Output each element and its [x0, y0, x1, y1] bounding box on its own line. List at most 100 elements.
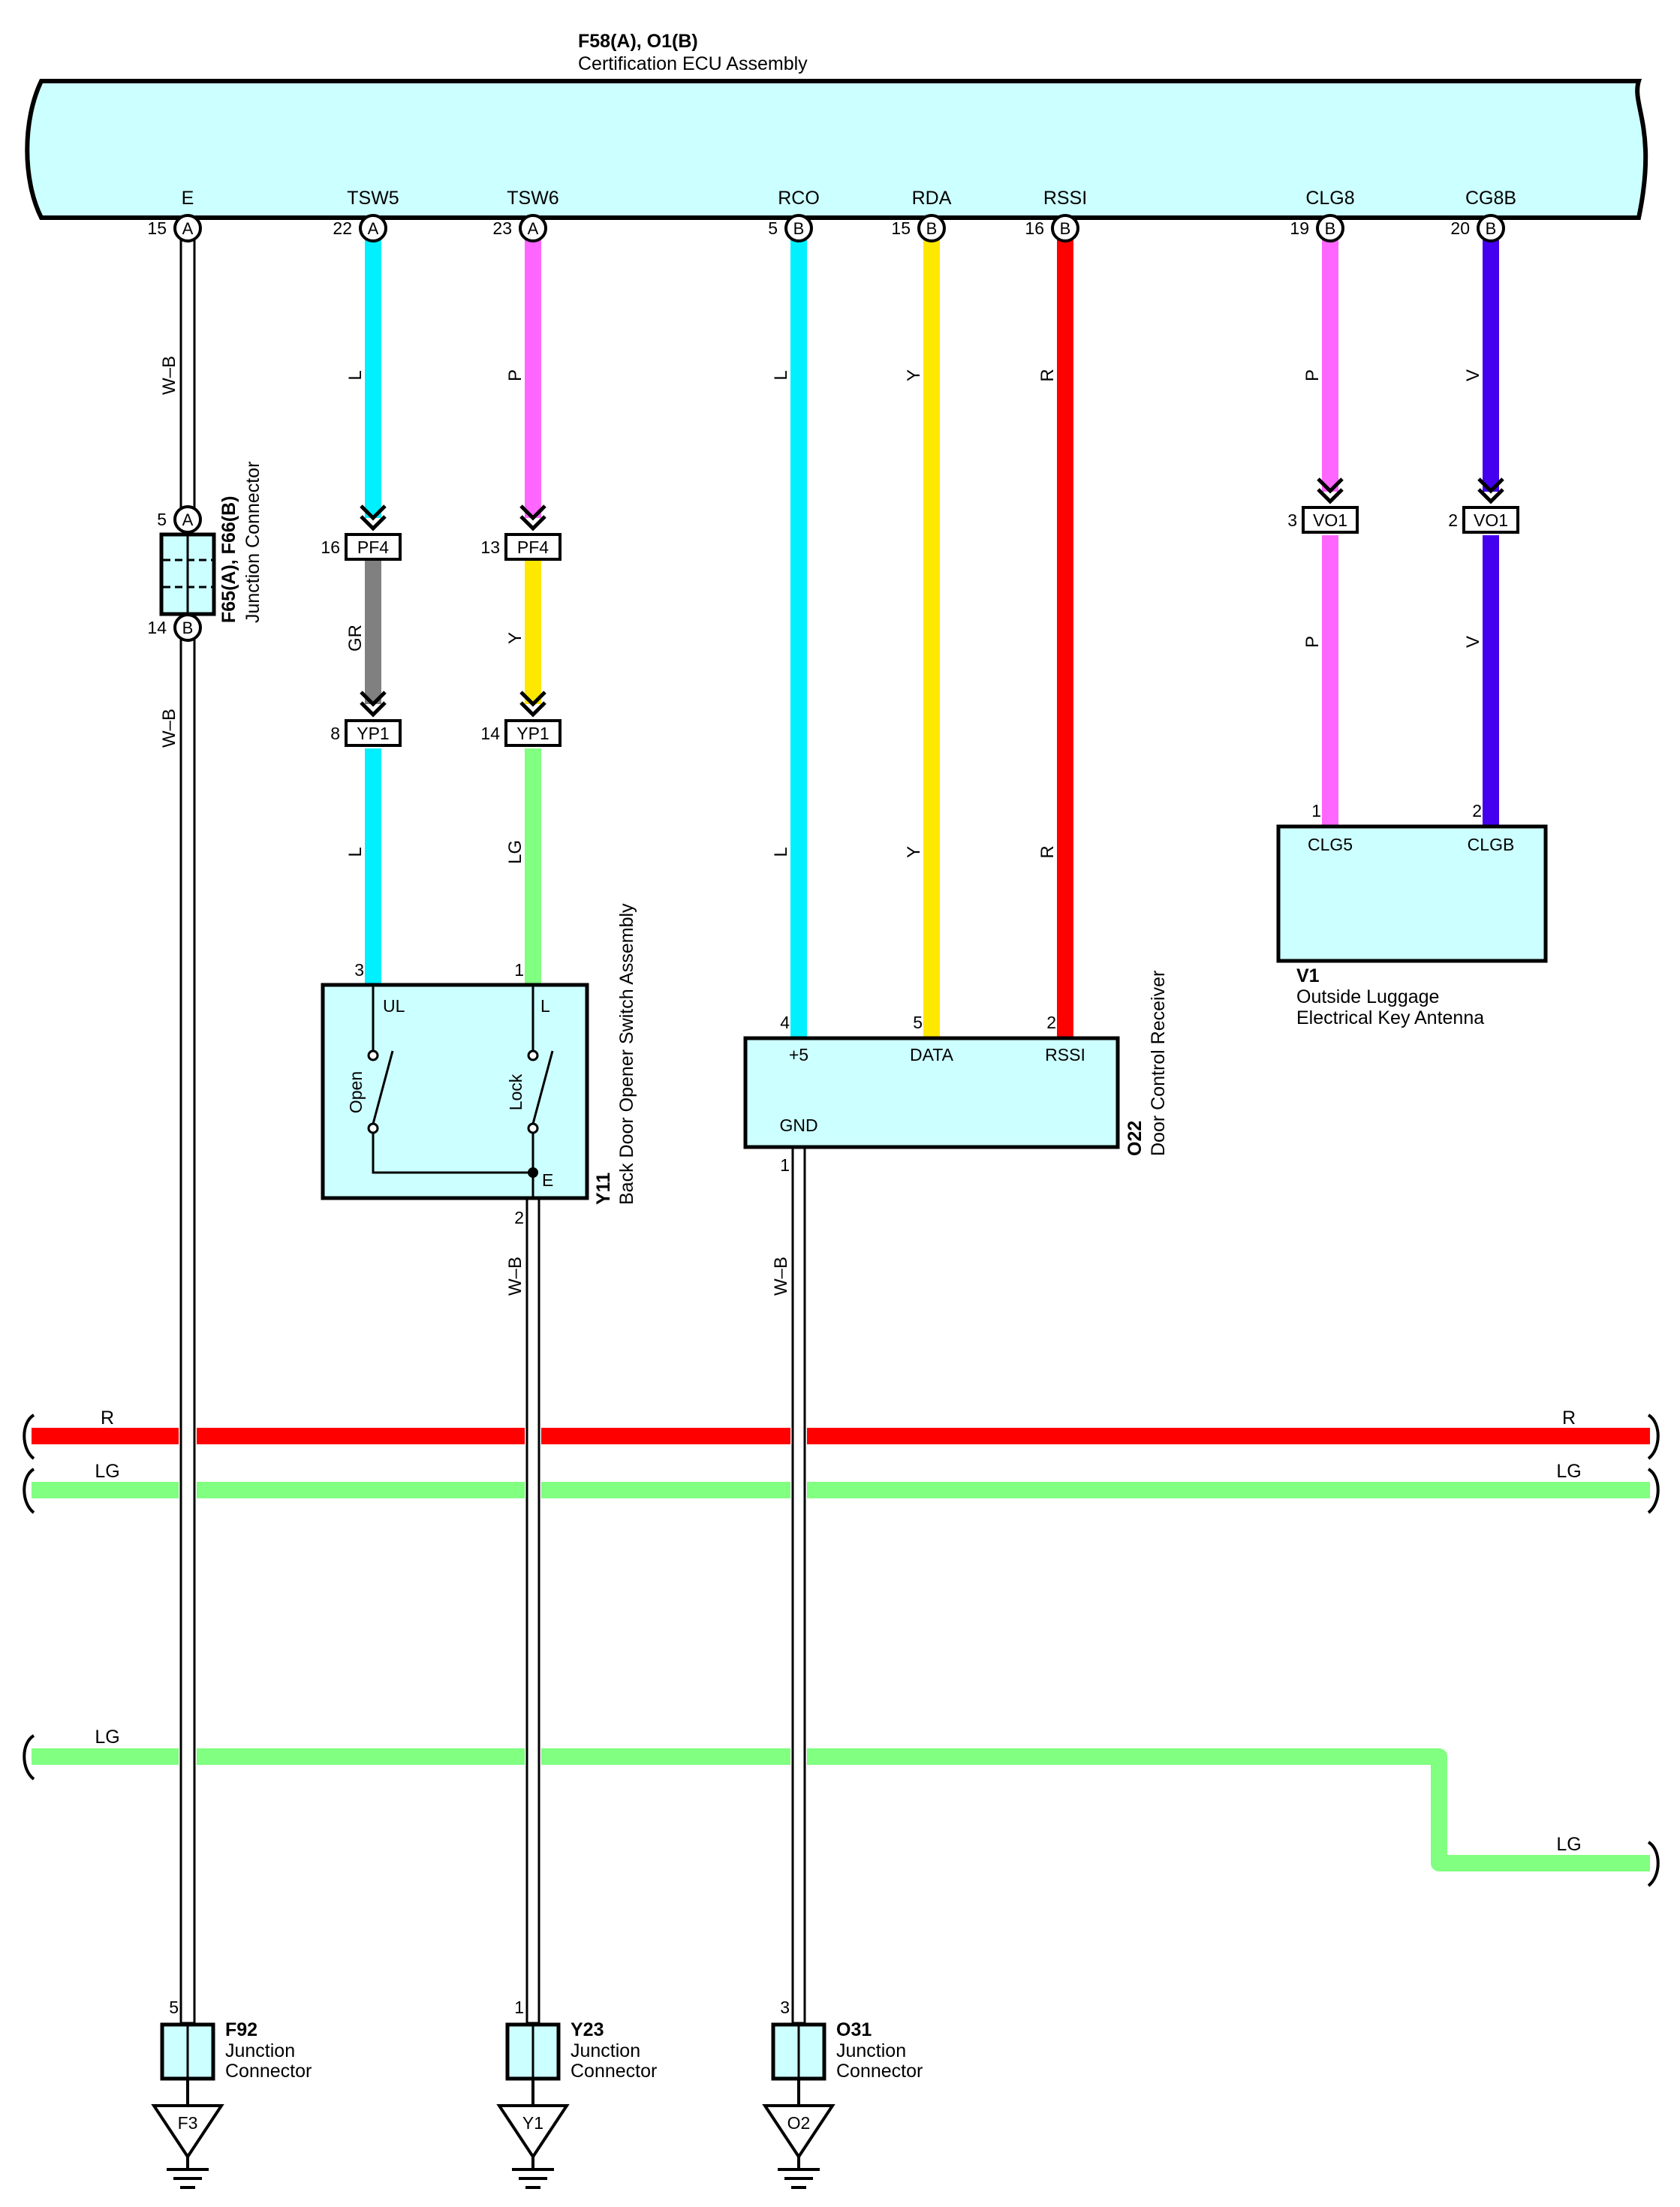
ecu-assembly-box [25, 79, 1648, 220]
bus-label-r-right: R [1562, 1408, 1576, 1429]
wire-code-clg8-1: P [1302, 369, 1323, 381]
y11-lock-contact [531, 1050, 554, 1125]
ground-f3-label: F3 [178, 2113, 198, 2133]
ecu-pin-num-tsw5: 22 [333, 218, 352, 238]
ecu-pin-connectors: A A A B B B B B 15 22 23 5 15 16 19 20 [147, 214, 1505, 242]
ground-junction-y23: 1 Y23 Junction Connector Y1 [496, 1998, 657, 2189]
o22-pin-5v: 4 [780, 1013, 790, 1032]
ground-symbol-y1 [496, 2104, 570, 2160]
wire-code-cg8b-1: V [1463, 369, 1483, 381]
wire-code-rda-1: Y [904, 369, 924, 381]
o22-label-gnd: GND [779, 1116, 817, 1135]
ecu-conn-tsw6: A [528, 219, 539, 238]
f65-pin-b: 14 [147, 618, 167, 637]
y11-switch-open: Open [346, 1071, 366, 1113]
switch-y11: 3 1 UL L Open Lock E 2 Y11 Back Door Ope… [321, 903, 637, 1227]
v1-body [1276, 824, 1548, 963]
ecu-conn-e: A [182, 219, 194, 238]
inline-pin-pf4-a: 16 [321, 537, 340, 557]
o22-label-5v: +5 [789, 1045, 808, 1064]
wire-code-tsw6-1: P [505, 369, 525, 381]
v1-pin-2: 2 [1472, 801, 1482, 820]
o22-label-rssi: RSSI [1045, 1045, 1085, 1064]
inline-box-vo1-a [1302, 506, 1359, 534]
ecu-pin-num-tsw6: 23 [492, 218, 512, 238]
f65-conn-a: A [182, 510, 194, 529]
ground-wire-o22 [791, 1146, 806, 2025]
y11-label-ul: UL [383, 996, 405, 1016]
ecu-conn-rda: B [926, 219, 938, 238]
bus-label-lg1-left: LG [95, 1461, 119, 1482]
f92-id: F92 [225, 2019, 257, 2040]
inline-pin-vo1-b: 2 [1448, 510, 1458, 530]
y11-pin-l: 1 [514, 960, 524, 980]
ecu-pin-label-tsw6: TSW6 [507, 188, 558, 209]
junction-connector-f65: A 5 B 14 F65(A), F66(B) Junction Connect… [147, 462, 263, 642]
y23-pin: 1 [514, 1998, 524, 2017]
wire-code-tsw5-3: L [345, 847, 366, 857]
inline-name-pf4-a: PF4 [357, 537, 389, 557]
wire-code-clg8-2: P [1302, 636, 1323, 648]
bus-lg2-right-break [1647, 1841, 1660, 1887]
inline-pin-vo1-a: 3 [1287, 510, 1297, 530]
wire-code-rda-2: Y [904, 846, 924, 858]
ecu-pin-num-rssi: 16 [1025, 218, 1044, 238]
o22-label-data: DATA [910, 1045, 954, 1064]
y11-pin-e: 2 [514, 1208, 524, 1227]
ecu-pin-num-e: 15 [147, 218, 167, 238]
wire-code-labels: W–B W–B L GR L P Y LG L L Y Y R R P P V … [159, 356, 1483, 1296]
ecu-conn-cg8b: B [1486, 219, 1497, 238]
y11-id: Y11 [593, 1173, 614, 1205]
bus-wires: R R LG LG LG LG [23, 1408, 1660, 1887]
wire-code-cg8b-2: V [1463, 636, 1483, 648]
o22-name: Door Control Receiver [1148, 971, 1169, 1156]
ecu-conn-tsw5: A [368, 219, 379, 238]
wire-code-tsw6-3: LG [505, 840, 525, 864]
o22-pin-data: 5 [913, 1013, 923, 1032]
v1-id: V1 [1296, 965, 1320, 986]
v1-pin-1: 1 [1311, 801, 1321, 820]
f65-conn-b: B [182, 619, 194, 637]
f92-line1: Junction [225, 2040, 295, 2061]
o31-line1: Junction [836, 2040, 906, 2061]
f92-pin: 5 [169, 1998, 179, 2017]
bus-lg1-right-break [1647, 1468, 1660, 1514]
bus-lg1-left-break [23, 1468, 35, 1514]
v1-name-line1: Outside Luggage [1296, 986, 1439, 1007]
ecu-pin-num-rda: 15 [891, 218, 911, 238]
antenna-v1: 1 2 CLG5 CLGB V1 Outside Luggage Electri… [1276, 801, 1548, 1028]
bus-wire-lg-2 [32, 1748, 1650, 1871]
wire-code-e-lower: W–B [159, 709, 179, 748]
ecu-pin-num-clg8: 19 [1290, 218, 1309, 238]
wire-code-y11-gnd: W–B [505, 1257, 525, 1296]
y11-open-contact [372, 1050, 394, 1125]
f65-name: Junction Connector [242, 462, 263, 623]
y11-body [321, 983, 589, 1200]
wire-code-rssi-2: R [1037, 845, 1058, 858]
inline-pin-yp1-b: 14 [480, 724, 500, 743]
bus-lg2-left-break [23, 1734, 35, 1781]
y11-pin-ul: 3 [354, 960, 364, 980]
inline-name-vo1-a: VO1 [1313, 510, 1347, 530]
inline-box-pf4-b [504, 533, 562, 561]
ecu-conn-rssi: B [1060, 219, 1071, 238]
wire-code-rco-2: L [771, 847, 791, 857]
bus-label-lg2-right: LG [1556, 1834, 1581, 1855]
bus-label-lg2-left: LG [95, 1727, 119, 1748]
inline-name-pf4-b: PF4 [517, 537, 549, 557]
ecu-pin-labels: E TSW5 TSW6 RCO RDA RSSI CLG8 CG8B [182, 188, 1516, 209]
ecu-pin-label-e: E [182, 188, 194, 209]
inline-pin-yp1-a: 8 [330, 724, 340, 743]
y11-switch-lock: Lock [506, 1073, 525, 1110]
signal-wires [365, 240, 1499, 1037]
wire-code-rssi-1: R [1037, 369, 1058, 381]
inline-box-yp1-a [345, 719, 402, 747]
inline-box-vo1-b [1462, 506, 1519, 534]
f65-pin-a: 5 [157, 510, 167, 529]
wire-code-e-upper: W–B [159, 356, 179, 395]
bus-label-lg1-right: LG [1556, 1461, 1581, 1482]
ground-o2-label: O2 [787, 2113, 811, 2133]
ecu-conn-clg8: B [1325, 219, 1336, 238]
inline-connectors: PF4 16 PF4 13 YP1 8 YP1 14 VO1 3 VO1 2 [321, 477, 1519, 747]
o22-id: O22 [1125, 1121, 1146, 1156]
